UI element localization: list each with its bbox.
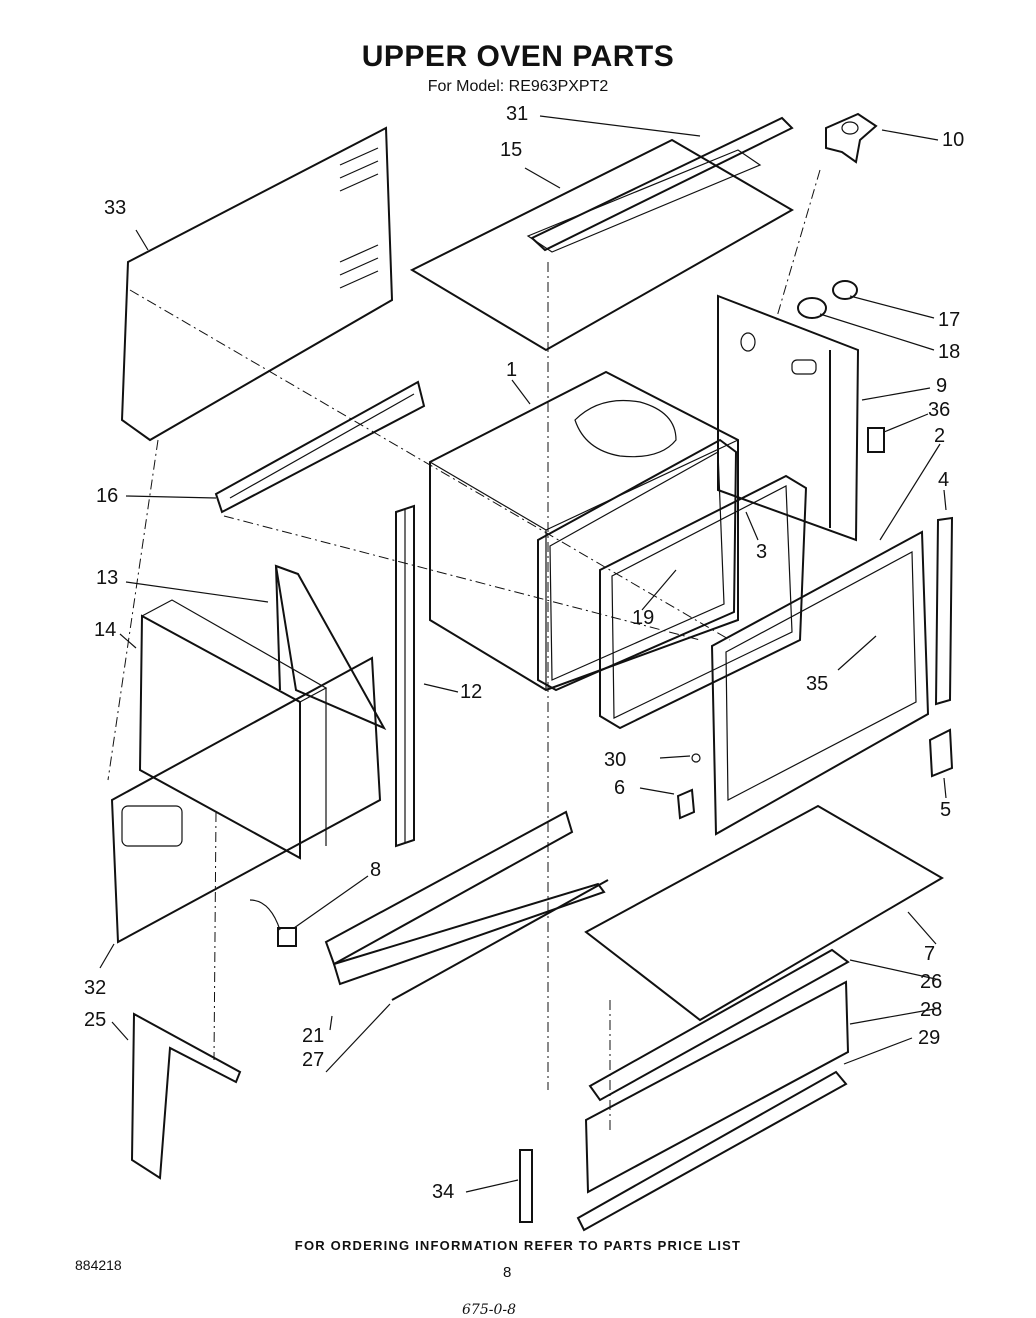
page-title: UPPER OVEN PARTS xyxy=(361,40,675,73)
part-8-connector xyxy=(249,899,297,947)
callout-8: 8 xyxy=(370,859,382,881)
callout-12: 12 xyxy=(460,681,483,703)
page-number: 8 xyxy=(503,1264,512,1281)
part-26-28-vent-trim xyxy=(584,948,850,1194)
part-36-clip xyxy=(867,427,885,453)
callout-9: 9 xyxy=(936,375,948,397)
part-16-rack-support xyxy=(214,380,426,514)
handwritten-note: 675-0-8 xyxy=(462,1302,516,1318)
callout-15: 15 xyxy=(500,139,523,161)
callout-13: 13 xyxy=(96,567,119,589)
document-number: 884218 xyxy=(75,1257,122,1273)
callout-6: 6 xyxy=(614,777,626,799)
part-15-top-panel xyxy=(409,138,795,352)
callout-leaders xyxy=(99,115,947,1193)
part-1-oven-cavity xyxy=(429,370,739,692)
part-10-light-bracket xyxy=(825,112,878,164)
callout-25: 25 xyxy=(84,1009,107,1031)
callout-32: 32 xyxy=(84,977,107,999)
part-14-side-duct xyxy=(138,599,328,860)
callout-10: 10 xyxy=(942,129,965,151)
callout-30: 30 xyxy=(604,749,627,771)
part-2-door-panel xyxy=(710,530,930,836)
callout-28: 28 xyxy=(920,999,943,1021)
part-33-side-panel xyxy=(120,126,394,442)
part-21-27-rail-rod xyxy=(324,810,609,1001)
part-7-bottom-panel xyxy=(584,804,944,1022)
callout-17: 17 xyxy=(938,309,961,331)
part-5-hinge xyxy=(928,728,954,778)
part-17-18-light-assembly xyxy=(797,280,858,319)
callout-34: 34 xyxy=(432,1181,455,1203)
ordering-note: FOR ORDERING INFORMATION REFER TO PARTS … xyxy=(294,1238,742,1253)
callout-35: 35 xyxy=(806,673,829,695)
part-4-door-trim xyxy=(934,516,954,706)
callout-21: 21 xyxy=(302,1025,325,1047)
callout-27: 27 xyxy=(302,1049,325,1071)
callout-3: 3 xyxy=(756,541,768,563)
callout-14: 14 xyxy=(94,619,117,641)
callout-29: 29 xyxy=(918,1027,941,1049)
callout-7: 7 xyxy=(924,943,936,965)
model-subtitle: For Model: RE963PXPT2 xyxy=(427,78,609,95)
part-32-lower-side-panel xyxy=(110,656,382,944)
callout-4: 4 xyxy=(938,469,950,491)
callout-16: 16 xyxy=(96,485,119,507)
part-29-lower-strip xyxy=(576,1070,848,1232)
callout-18: 18 xyxy=(938,341,961,363)
alignment-lines xyxy=(107,169,821,1130)
part-13-side-bracket xyxy=(274,564,387,731)
callout-33: 33 xyxy=(104,197,127,219)
callout-31: 31 xyxy=(506,103,529,125)
part-3-door-gasket xyxy=(537,438,808,730)
callout-5: 5 xyxy=(940,799,952,821)
part-31-top-strip xyxy=(530,116,794,252)
part-6-30-hardware xyxy=(676,753,701,820)
callout-36: 36 xyxy=(928,399,951,421)
callout-2: 2 xyxy=(934,425,946,447)
callout-1: 1 xyxy=(506,359,518,381)
part-34-clip xyxy=(519,1149,533,1223)
part-12-vertical-strip xyxy=(395,504,415,848)
callout-26: 26 xyxy=(920,971,943,993)
part-9-rear-panel xyxy=(717,294,860,542)
callout-19: 19 xyxy=(632,607,655,629)
part-25-lower-bracket xyxy=(130,1012,242,1180)
